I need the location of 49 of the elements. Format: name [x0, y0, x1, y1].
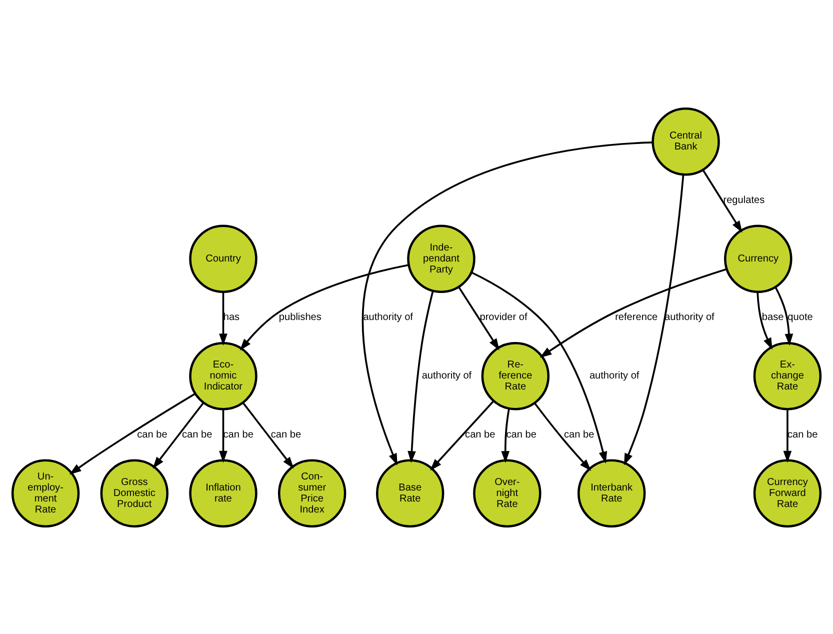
arrow: [624, 174, 684, 465]
arrow: [408, 290, 434, 463]
edge-label: base: [762, 312, 784, 323]
arrow: [219, 408, 228, 462]
arrow: [152, 402, 204, 468]
node-circle: Eco- nomic Indicator: [189, 342, 258, 410]
edge-label: publishes: [278, 312, 322, 323]
arrow: [702, 168, 742, 232]
edge-label: reference: [615, 312, 658, 323]
node-circle: Un- employ- ment Rate: [11, 458, 80, 527]
arrow: [430, 400, 494, 470]
edge-label: authority of: [363, 312, 414, 323]
edge-label: provider of: [480, 312, 528, 323]
node-circle: Con- sumer Price Index: [278, 458, 346, 527]
node-circle: Central Bank: [652, 107, 720, 176]
edge-label: can be: [182, 428, 212, 440]
node-circle: Country: [189, 224, 258, 292]
arrow: [756, 291, 772, 350]
edge-label: has: [223, 312, 240, 323]
node-circle: Re- ference Rate: [481, 342, 550, 410]
node-circle: Currency Forward Rate: [753, 458, 822, 527]
arrow: [471, 271, 608, 464]
node-circle: Gross Domestic Product: [100, 458, 168, 527]
edge-label: can be: [506, 428, 536, 440]
node-circle: Ex- change Rate: [753, 342, 822, 410]
arrow: [240, 264, 409, 350]
node-circle: Over- night Rate: [473, 458, 542, 527]
edge-label: can be: [564, 428, 594, 440]
arrow: [501, 408, 510, 463]
edge-label: authority of: [589, 370, 640, 382]
arrow: [774, 286, 794, 346]
edge-label: can be: [465, 428, 496, 440]
arrow: [219, 291, 228, 346]
edge-label: quote: [788, 312, 813, 323]
arrow: [242, 402, 294, 468]
node-circle: Inde- pendant Party: [407, 224, 476, 292]
arrow: [458, 286, 500, 350]
arrow: [534, 402, 592, 470]
edge-label: authority of: [422, 370, 472, 382]
arrow: [69, 392, 196, 474]
edge-label: can be: [223, 428, 254, 440]
node-circle: Inflation rate: [189, 458, 258, 527]
arrow: [362, 141, 653, 465]
edge-label: can be: [137, 428, 168, 440]
arrow: [540, 268, 727, 358]
arrow: [783, 408, 792, 462]
edge-label: can be: [270, 428, 302, 440]
node-circle: Currency: [724, 224, 792, 292]
edge-label: regulates: [723, 194, 765, 206]
